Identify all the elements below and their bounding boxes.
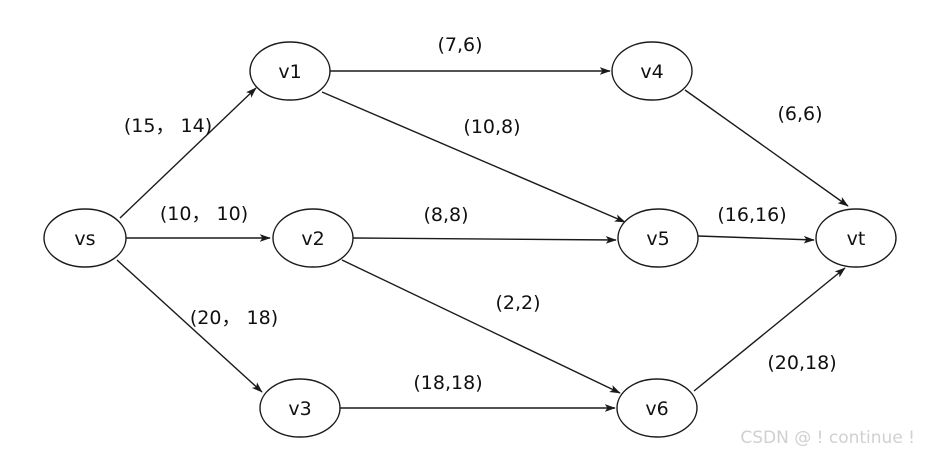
- edge-labels-layer: (15， 14) (10， 10) (20， 18) (7,6) (10,8) (8,8)…: [124, 34, 837, 394]
- edge-label-v1-v4: (7,6): [437, 34, 482, 56]
- node-label-v2: v2: [301, 228, 324, 250]
- node-shape-vs: [43, 208, 127, 268]
- edge-vs-v1: [119, 87, 257, 219]
- edge-v1-v5: [321, 91, 626, 223]
- edge-v6-vt: [693, 267, 846, 392]
- edge-v2-v6: [341, 259, 621, 394]
- edge-v5-vt: [697, 235, 815, 244]
- edge-v4-vt: [684, 89, 849, 207]
- edge-vs-v3: [116, 259, 263, 393]
- node-label-v1: v1: [278, 61, 301, 83]
- node-v4[interactable]: v4: [611, 41, 693, 101]
- node-shape-v1: [249, 41, 331, 101]
- node-v6[interactable]: v6: [616, 378, 698, 438]
- edge-label-v1-v5: (10,8): [463, 116, 520, 138]
- edges-layer: [116, 67, 849, 412]
- edge-label-vs-v1: (15， 14): [124, 115, 212, 137]
- node-label-v6: v6: [645, 398, 668, 420]
- node-v5[interactable]: v5: [617, 208, 699, 268]
- node-label-vt: vt: [847, 228, 866, 250]
- edge-label-vs-v2: (10， 10): [160, 203, 248, 225]
- node-v1[interactable]: v1: [249, 41, 331, 101]
- node-shape-v3: [259, 378, 341, 438]
- nodes-layer: vs v1 v2 v3 v4 v5 v6 vt: [43, 41, 897, 438]
- node-v3[interactable]: v3: [259, 378, 341, 438]
- node-shape-v6: [616, 378, 698, 438]
- node-label-v5: v5: [646, 228, 669, 250]
- node-v2[interactable]: v2: [272, 208, 354, 268]
- edge-label-vs-v3: (20， 18): [190, 307, 278, 329]
- node-shape-vt: [815, 208, 897, 268]
- edge-label-v5-vt: (16,16): [717, 204, 786, 226]
- edge-label-v2-v5: (8,8): [423, 204, 468, 226]
- node-shape-v5: [617, 208, 699, 268]
- edge-label-v2-v6: (2,2): [495, 292, 540, 314]
- node-label-v3: v3: [288, 398, 311, 420]
- edge-label-v6-vt: (20,18): [767, 352, 836, 374]
- edge-v2-v5: [352, 236, 617, 244]
- node-label-v4: v4: [640, 61, 663, 83]
- node-shape-v4: [611, 41, 693, 101]
- edge-label-v3-v6: (18,18): [413, 372, 482, 394]
- node-vs[interactable]: vs: [43, 208, 127, 268]
- csdn-watermark: CSDN @ ! continue !: [740, 428, 915, 448]
- edge-label-v4-vt: (6,6): [777, 103, 822, 125]
- node-shape-v2: [272, 208, 354, 268]
- node-label-vs: vs: [74, 228, 95, 250]
- node-vt[interactable]: vt: [815, 208, 897, 268]
